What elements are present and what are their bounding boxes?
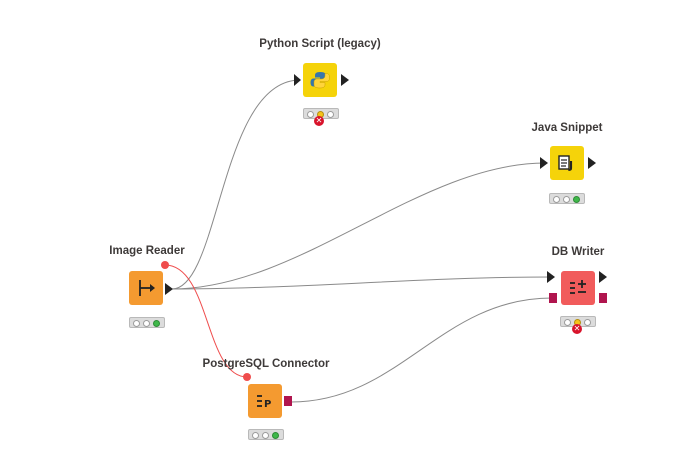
node-status-lights xyxy=(129,317,165,328)
error-icon: ✕ xyxy=(572,324,582,334)
status-light xyxy=(564,318,571,326)
status-light xyxy=(252,431,259,439)
status-light xyxy=(327,110,334,118)
node-body[interactable] xyxy=(303,63,337,97)
input-port-python-script[interactable] xyxy=(294,74,301,86)
node-title[interactable]: Python Script (legacy) xyxy=(259,38,381,50)
db-output-port-db-writer[interactable] xyxy=(599,293,607,303)
node-body[interactable] xyxy=(561,271,595,305)
node-status-lights xyxy=(248,429,284,440)
node-status-lights xyxy=(549,193,585,204)
db-connector-icon: P xyxy=(257,395,271,410)
output-port-python-script[interactable] xyxy=(341,74,349,86)
status-light xyxy=(584,318,591,326)
db-output-port-postgresql[interactable] xyxy=(284,396,292,406)
node-body[interactable]: P xyxy=(248,384,282,418)
connection-image-reader-to-java-snippet[interactable] xyxy=(171,162,546,290)
flow-variable-connection[interactable] xyxy=(164,264,248,378)
node-title[interactable]: DB Writer xyxy=(551,246,605,258)
status-light-executed xyxy=(573,195,580,203)
node-body[interactable] xyxy=(129,271,163,305)
output-port-db-writer[interactable] xyxy=(599,271,607,283)
node-title[interactable]: PostgreSQL Connector xyxy=(202,358,330,370)
input-port-db-writer[interactable] xyxy=(547,271,555,283)
status-light-executed xyxy=(153,319,160,327)
db-writer-icon xyxy=(570,280,586,294)
source-arrow-icon xyxy=(139,280,155,296)
node-body[interactable]: J xyxy=(550,146,584,180)
svg-text:P: P xyxy=(264,399,271,410)
node-title[interactable]: Java Snippet xyxy=(531,122,603,134)
flow-variable-port-postgresql[interactable] xyxy=(243,373,251,381)
flow-variable-port-image-reader[interactable] xyxy=(161,261,169,269)
connection-image-reader-to-db-writer[interactable] xyxy=(171,276,553,290)
svg-text:J: J xyxy=(568,159,573,172)
status-light xyxy=(563,195,570,203)
java-snippet-icon: J xyxy=(558,155,573,172)
output-port-image-reader[interactable] xyxy=(165,283,173,295)
error-icon: ✕ xyxy=(314,116,324,126)
node-title[interactable]: Image Reader xyxy=(109,245,185,257)
status-light-executed xyxy=(272,431,279,439)
connection-image-reader-to-python-script[interactable] xyxy=(171,79,301,290)
input-port-java-snippet[interactable] xyxy=(540,157,548,169)
output-port-java-snippet[interactable] xyxy=(588,157,596,169)
status-light xyxy=(262,431,269,439)
status-light xyxy=(307,110,314,118)
db-input-port-db-writer[interactable] xyxy=(549,293,557,303)
status-light xyxy=(553,195,560,203)
status-light xyxy=(143,319,150,327)
connection-postgresql-to-db-writer[interactable] xyxy=(290,297,553,403)
status-light xyxy=(133,319,140,327)
python-logo-icon xyxy=(310,72,330,89)
